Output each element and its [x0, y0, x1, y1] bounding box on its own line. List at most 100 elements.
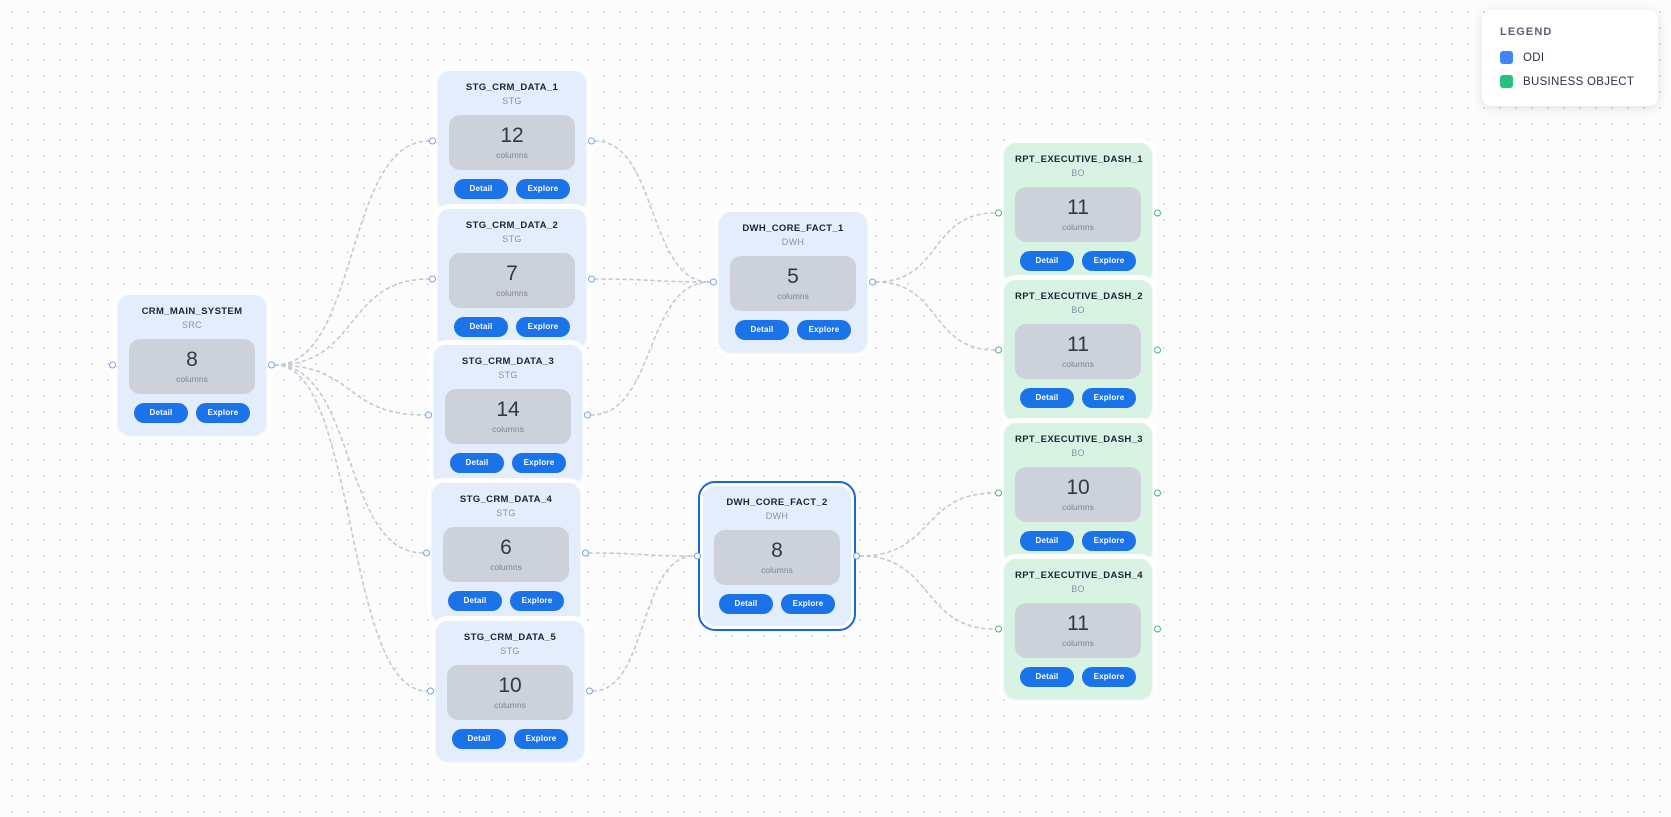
node-actions: Detail Explore	[1015, 667, 1141, 687]
explore-button[interactable]: Explore	[516, 317, 570, 337]
explore-button[interactable]: Explore	[516, 179, 570, 199]
node-title: DWH_CORE_FACT_2	[726, 497, 828, 508]
explore-button[interactable]: Explore	[514, 729, 568, 749]
handle-source-icon[interactable]	[586, 687, 593, 695]
legend-item-label: BUSINESS OBJECT	[1523, 75, 1635, 88]
legend-swatch-icon	[1500, 75, 1513, 88]
node-column-label: columns	[1062, 359, 1094, 369]
handle-target-icon[interactable]	[694, 552, 701, 560]
node-subtitle: BO	[1071, 448, 1085, 458]
legend-panel: LEGEND ODI BUSINESS OBJECT	[1482, 10, 1658, 106]
node-actions: Detail Explore	[714, 594, 840, 614]
detail-button[interactable]: Detail	[448, 591, 502, 611]
detail-button[interactable]: Detail	[450, 453, 504, 473]
explore-button[interactable]: Explore	[781, 594, 835, 614]
legend-swatch-icon	[1500, 51, 1513, 64]
detail-button[interactable]: Detail	[1020, 531, 1074, 551]
node-column-count: 8	[186, 348, 198, 371]
explore-button[interactable]: Explore	[1082, 251, 1136, 271]
handle-source-icon[interactable]	[869, 278, 876, 286]
node-column-count: 7	[506, 262, 518, 285]
handle-source-icon[interactable]	[1154, 209, 1161, 217]
edge-stg-crm-data-3-to-dwh-core-fact-1	[590, 281, 711, 416]
handle-target-icon[interactable]	[995, 346, 1002, 354]
node-column-label: columns	[1062, 502, 1094, 512]
edge-stg-crm-data-5-to-dwh-core-fact-2	[592, 555, 695, 692]
legend-item-odi: ODI	[1500, 51, 1640, 64]
node-subtitle: DWH	[781, 237, 805, 247]
node-title: CRM_MAIN_SYSTEM	[141, 306, 243, 317]
detail-button[interactable]: Detail	[719, 594, 773, 614]
explore-button[interactable]: Explore	[196, 403, 250, 423]
handle-source-icon[interactable]	[588, 137, 595, 145]
edge-crm-main-system-to-stg-crm-data-4	[274, 364, 424, 554]
handle-target-icon[interactable]	[109, 361, 116, 369]
explore-button[interactable]: Explore	[512, 453, 566, 473]
detail-button[interactable]: Detail	[1020, 251, 1074, 271]
handle-target-icon[interactable]	[429, 275, 436, 283]
handle-target-icon[interactable]	[425, 411, 432, 419]
handle-source-icon[interactable]	[853, 552, 860, 560]
node-column-count: 12	[500, 124, 524, 147]
handle-source-icon[interactable]	[1154, 346, 1161, 354]
edge-dwh-core-fact-1-to-rpt-executive-dash-2	[875, 281, 996, 351]
handle-target-icon[interactable]	[995, 625, 1002, 633]
node-column-count: 5	[787, 265, 799, 288]
handle-target-icon[interactable]	[427, 687, 434, 695]
explore-button[interactable]: Explore	[510, 591, 564, 611]
handle-source-icon[interactable]	[582, 549, 589, 557]
detail-button[interactable]: Detail	[452, 729, 506, 749]
explore-button[interactable]: Explore	[1082, 388, 1136, 408]
handle-target-icon[interactable]	[995, 209, 1002, 217]
explore-button[interactable]: Explore	[797, 320, 851, 340]
detail-button[interactable]: Detail	[454, 179, 508, 199]
explore-button[interactable]: Explore	[1082, 667, 1136, 687]
node-subtitle: DWH	[765, 511, 789, 521]
node-subtitle: STG	[500, 646, 520, 656]
detail-button[interactable]: Detail	[134, 403, 188, 423]
node-actions: Detail Explore	[730, 320, 856, 340]
node-title: STG_CRM_DATA_3	[461, 356, 555, 367]
detail-button[interactable]: Detail	[735, 320, 789, 340]
node-column-label: columns	[1062, 222, 1094, 232]
node-title: STG_CRM_DATA_4	[459, 494, 553, 505]
detail-button[interactable]: Detail	[1020, 667, 1074, 687]
legend-title: LEGEND	[1500, 26, 1553, 38]
handle-source-icon[interactable]	[268, 361, 275, 369]
explore-button[interactable]: Explore	[1082, 531, 1136, 551]
handle-source-icon[interactable]	[1154, 625, 1161, 633]
detail-button[interactable]: Detail	[454, 317, 508, 337]
node-column-count: 6	[500, 536, 512, 559]
handle-target-icon[interactable]	[429, 137, 436, 145]
handle-source-icon[interactable]	[588, 275, 595, 283]
handle-target-icon[interactable]	[995, 489, 1002, 497]
edge-dwh-core-fact-1-to-rpt-executive-dash-1	[875, 212, 996, 283]
node-column-count: 11	[1067, 612, 1089, 635]
handle-target-icon[interactable]	[710, 278, 717, 286]
detail-button[interactable]: Detail	[1020, 388, 1074, 408]
handle-target-icon[interactable]	[423, 549, 430, 557]
handle-source-icon[interactable]	[1154, 489, 1161, 497]
node-title: STG_CRM_DATA_2	[465, 220, 559, 231]
edge-crm-main-system-to-stg-crm-data-1	[274, 140, 430, 366]
node-actions: Detail Explore	[449, 179, 575, 199]
node-column-count: 11	[1067, 333, 1089, 356]
node-title: RPT_EXECUTIVE_DASH_1	[1015, 154, 1143, 165]
handle-source-icon[interactable]	[584, 411, 591, 419]
